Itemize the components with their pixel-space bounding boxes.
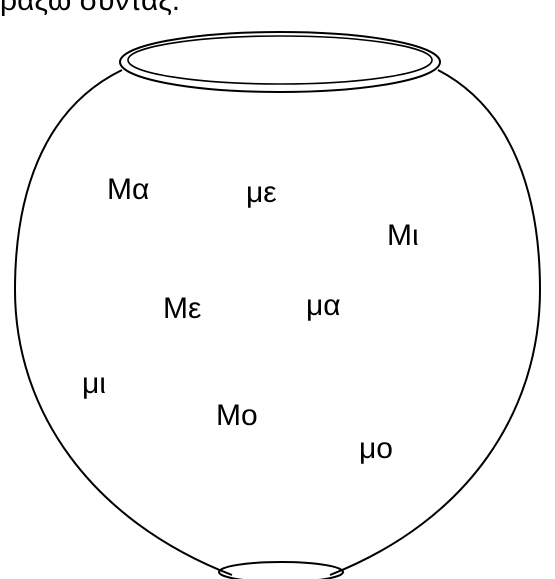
bowl-rim-outer bbox=[120, 32, 440, 92]
syllable-7: Μο bbox=[216, 401, 258, 431]
bowl-base bbox=[219, 562, 343, 579]
bowl-outline bbox=[15, 70, 540, 575]
syllable-3: Μι bbox=[387, 221, 419, 251]
syllable-1: Μα bbox=[107, 175, 149, 205]
syllable-8: μο bbox=[359, 434, 393, 464]
syllable-2: με bbox=[246, 178, 277, 208]
syllable-4: Με bbox=[163, 294, 201, 324]
bowl-rim-inner bbox=[128, 36, 432, 84]
syllable-5: μα bbox=[306, 291, 341, 321]
syllable-6: μι bbox=[82, 369, 106, 399]
